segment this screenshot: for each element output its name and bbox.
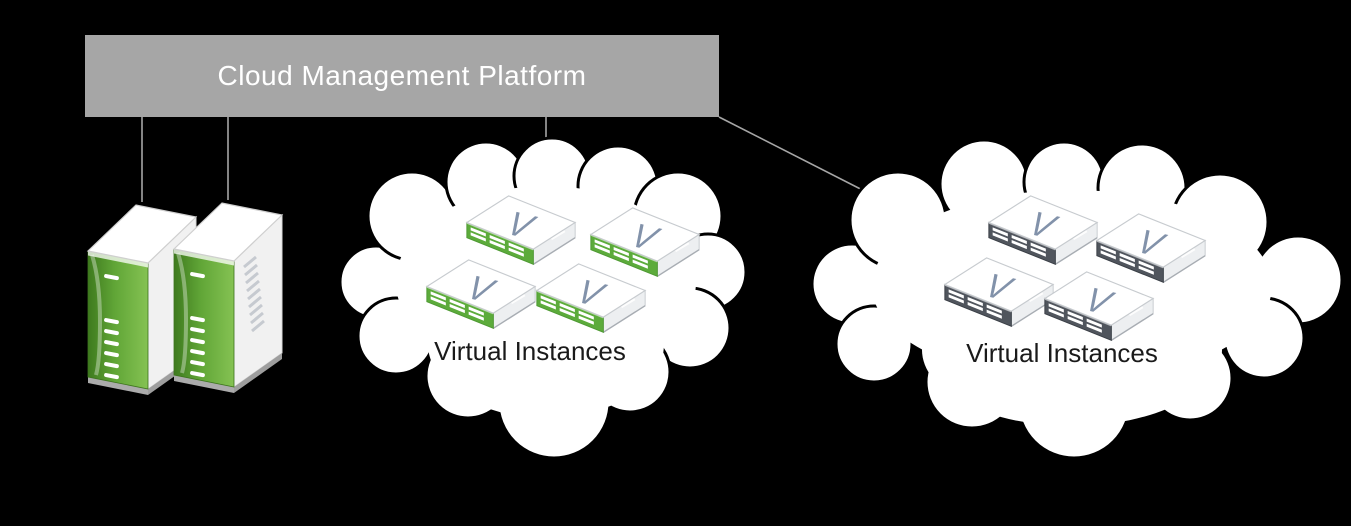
platform-box: Cloud Management Platform — [85, 35, 719, 117]
physical-servers — [86, 202, 284, 395]
vm-icon: V — [535, 262, 647, 334]
server-tower — [172, 202, 284, 393]
cloud-2-label: Virtual Instances — [966, 338, 1158, 368]
vm-icon: V — [1043, 270, 1155, 342]
vm-icon: V — [987, 194, 1099, 266]
vm-icon: V — [943, 256, 1055, 328]
cloud-1-label: Virtual Instances — [434, 336, 626, 366]
vm-icon: V — [589, 206, 701, 278]
vm-icon: V — [425, 258, 537, 330]
vm-icon: V — [1095, 212, 1207, 284]
platform-label: Cloud Management Platform — [217, 60, 587, 91]
vm-icon: V — [465, 194, 577, 266]
